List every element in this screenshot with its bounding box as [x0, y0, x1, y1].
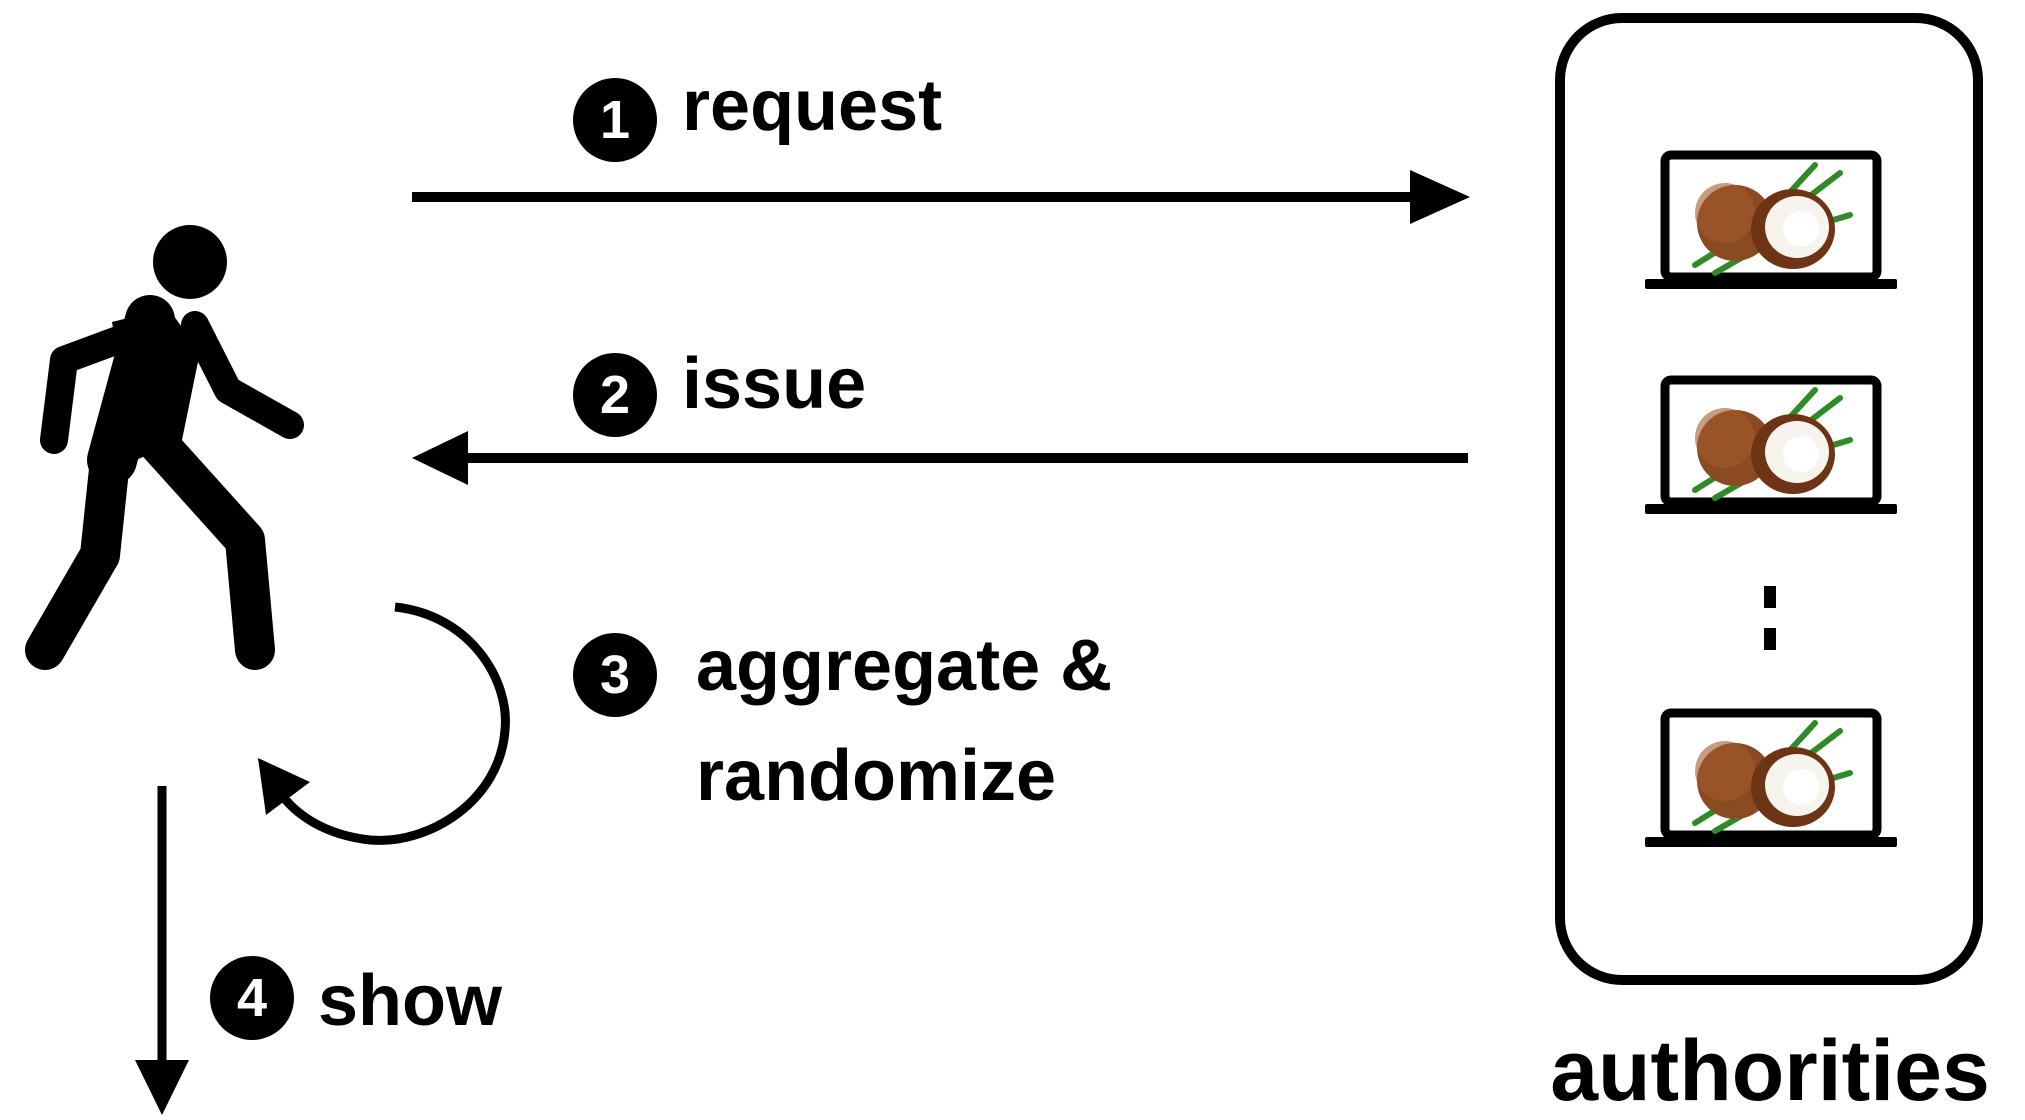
step-1-label: request	[682, 66, 942, 146]
show-arrow	[135, 786, 189, 1115]
step-4-badge: 4	[210, 956, 294, 1040]
step-3-label-line2: randomize	[696, 736, 1056, 816]
step-4-number: 4	[237, 968, 267, 1028]
authorities-label: authorities	[1550, 1023, 1990, 1115]
step-2-label: issue	[682, 344, 866, 424]
vertical-ellipsis	[1764, 586, 1776, 650]
request-arrow	[412, 170, 1470, 224]
step-1-number: 1	[600, 90, 630, 150]
step-3-badge: 3	[573, 633, 657, 717]
authority-laptop-1	[1645, 155, 1897, 289]
authorities-box	[1555, 13, 1983, 985]
aggregate-loop-arrow	[258, 602, 510, 845]
authority-laptop-3	[1645, 713, 1897, 847]
step-3-label-line1: aggregate &	[696, 626, 1112, 706]
step-1-badge: 1	[573, 78, 657, 162]
walking-person-icon	[25, 225, 304, 670]
step-3-number: 3	[600, 645, 630, 705]
step-2-badge: 2	[573, 353, 657, 437]
step-2-number: 2	[600, 365, 630, 425]
step-4-label: show	[318, 961, 503, 1041]
authority-laptop-2	[1645, 380, 1897, 514]
issue-arrow	[412, 431, 1468, 485]
